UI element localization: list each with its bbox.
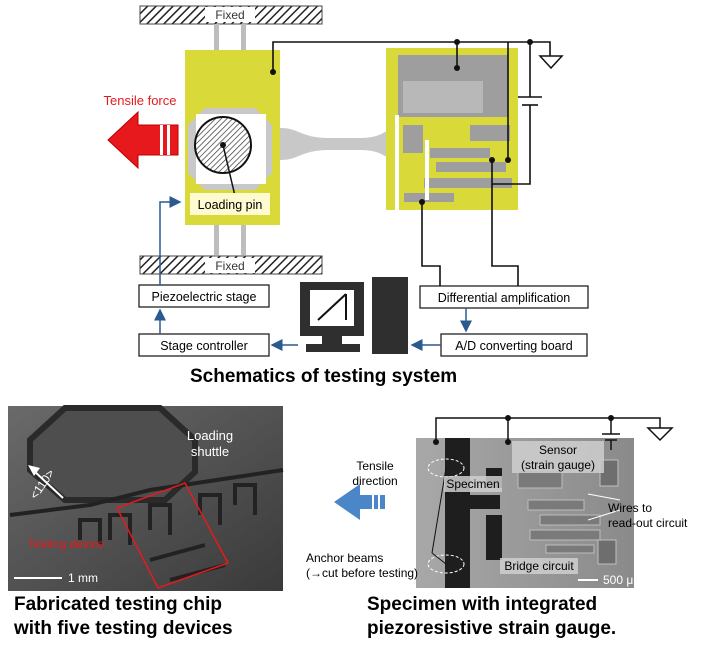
spring-top-right — [241, 24, 246, 50]
chip-scale-bar: 1 mm — [14, 571, 98, 585]
signal-arrows — [154, 196, 472, 351]
sensor-chip — [386, 48, 518, 210]
ground-icon — [538, 55, 564, 70]
testing-device-label: Testing device — [28, 537, 104, 551]
svg-text:Stage controller: Stage controller — [160, 339, 248, 353]
piezoelectric-stage-box: Piezoelectric stage — [138, 284, 270, 308]
fixed-rail-bottom: Fixed — [139, 255, 323, 275]
bridge-circuit-label: Bridge circuit — [504, 559, 574, 573]
schematic-caption: Schematics of testing system — [190, 366, 458, 387]
testing-system-schematic: Fixed Loading pin Fixed — [104, 5, 589, 357]
computer-icon — [300, 277, 408, 354]
fixed-rail-top: Fixed — [139, 5, 323, 25]
spring-bottom-left — [214, 225, 219, 255]
tensile-force-arrow: Tensile force — [104, 93, 179, 170]
anchor-beams-label: Anchor beams(→cut before testing) — [306, 551, 418, 580]
fixed-top-label: Fixed — [215, 8, 244, 22]
specimen-caption-line2: piezoresistive strain gauge. — [367, 618, 617, 639]
loading-block: Loading pin — [185, 50, 280, 225]
ground-icon-2 — [646, 427, 674, 442]
sensor-label: Sensor(strain gauge) — [521, 443, 595, 472]
testing-device-outline — [115, 482, 230, 589]
svg-text:1 mm: 1 mm — [68, 571, 98, 585]
tensile-force-label: Tensile force — [104, 93, 177, 108]
chip-caption-line1: Fabricated testing chip — [14, 594, 222, 615]
spring-top-left — [214, 24, 219, 50]
specimen-caption-line1: Specimen with integrated — [367, 594, 598, 615]
svg-text:Piezoelectric stage: Piezoelectric stage — [152, 290, 257, 304]
svg-text:Differential amplification: Differential amplification — [438, 291, 571, 305]
svg-text:A/D converting board: A/D converting board — [455, 339, 572, 353]
specimen-neck — [280, 128, 396, 160]
fixed-bottom-label: Fixed — [215, 259, 244, 273]
chip-caption-line2: with five testing devices — [14, 618, 233, 639]
differential-amplification-box: Differential amplification — [419, 285, 589, 309]
specimen-label: Specimen — [446, 477, 499, 491]
ad-converting-board-box: A/D converting board — [440, 333, 588, 357]
stage-controller-box: Stage controller — [138, 333, 270, 357]
svg-text:500 μm: 500 μm — [603, 573, 643, 587]
spring-bottom-right — [241, 225, 246, 255]
specimen-scale-bar: 500 μm — [578, 573, 643, 587]
wiring — [272, 41, 551, 288]
loading-pin-label: Loading pin — [198, 198, 263, 212]
